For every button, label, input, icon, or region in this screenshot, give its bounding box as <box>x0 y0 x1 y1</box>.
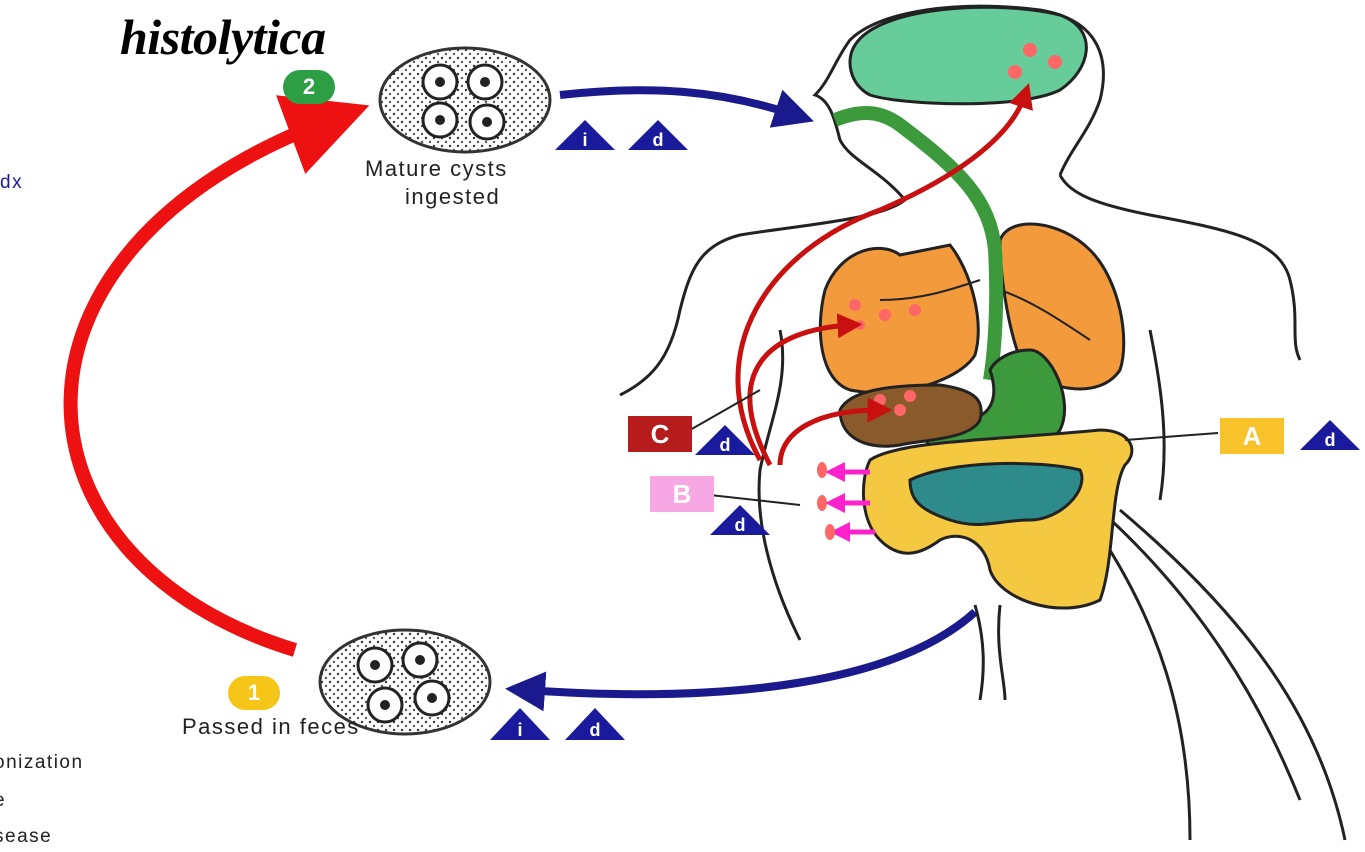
stage-1-badge: 1 <box>228 676 280 710</box>
marker-d: d <box>720 435 731 455</box>
box-c: C <box>628 416 692 452</box>
cycle-arrow-red <box>71 120 330 650</box>
box-a: A <box>1220 418 1284 454</box>
stage-1-label: Passed in feces <box>182 712 360 742</box>
marker-d: d <box>1325 430 1336 450</box>
legend-fragment-disease-a: e <box>0 790 6 812</box>
stage-2-badge: 2 <box>283 70 335 104</box>
marker-d: d <box>653 130 664 150</box>
left-lung <box>820 245 978 393</box>
marker-i: i <box>582 130 587 150</box>
marker-d: d <box>735 515 746 535</box>
legend-fragment-dx: dx <box>0 172 23 194</box>
legend-fragment-disease-b: sease <box>0 826 52 848</box>
mature-cyst <box>380 48 550 152</box>
stage-2-label-line2: ingested <box>405 182 500 212</box>
marker-d: d <box>590 720 601 740</box>
excretion-arrow <box>525 612 975 694</box>
ingestion-arrow <box>560 90 795 115</box>
box-b: B <box>650 476 714 512</box>
marker-i: i <box>517 720 522 740</box>
stage-2-label-line1: Mature cysts <box>365 154 508 184</box>
brain <box>850 7 1086 104</box>
legend-fragment-colonization: onization <box>0 752 84 774</box>
page-title: histolytica <box>120 8 326 66</box>
